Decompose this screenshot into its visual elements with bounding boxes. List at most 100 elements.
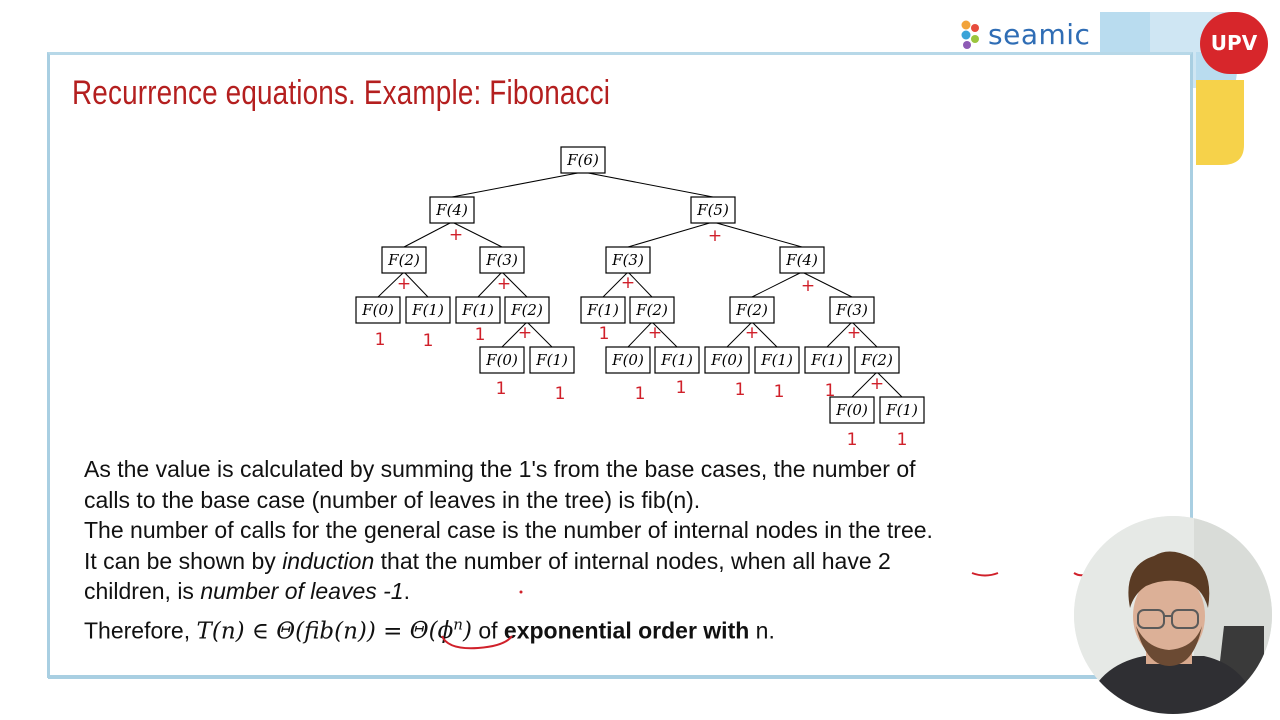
handwritten-plus: + bbox=[745, 323, 759, 343]
tree-node-label: F(2) bbox=[735, 301, 768, 319]
tree-node-label: F(3) bbox=[611, 251, 644, 269]
tree-node-n11: F(2) bbox=[504, 296, 550, 324]
handwritten-plus: + bbox=[397, 274, 411, 294]
tree-node-label: F(1) bbox=[760, 351, 793, 369]
handwritten-one: 1 bbox=[496, 379, 507, 399]
tree-node-label: F(0) bbox=[361, 301, 394, 319]
tree-node-n15: F(3) bbox=[829, 296, 875, 324]
tree-node-n16: F(0) bbox=[479, 346, 525, 374]
tree-node-box bbox=[605, 246, 651, 274]
tree-node-n23: F(2) bbox=[854, 346, 900, 374]
text-line-6: Therefore, T(n) ∈ Θ(fib(n)) = Θ(ϕn) of e… bbox=[84, 610, 1144, 647]
tree-node-n18: F(0) bbox=[605, 346, 651, 374]
tree-node-box bbox=[504, 296, 550, 324]
induction-word: induction bbox=[282, 547, 375, 574]
tree-node-label: F(4) bbox=[785, 251, 818, 269]
tree-node-label: F(0) bbox=[485, 351, 518, 369]
tree-edges bbox=[377, 171, 903, 398]
handwritten-plus: + bbox=[621, 273, 635, 293]
handwritten-plus: + bbox=[801, 276, 815, 296]
tree-node-box bbox=[405, 296, 451, 324]
tree-node-n12: F(1) bbox=[580, 296, 626, 324]
tree-node-box bbox=[560, 146, 606, 174]
tree-node-label: F(1) bbox=[535, 351, 568, 369]
tree-node-n6: F(3) bbox=[605, 246, 651, 274]
tree-node-n2: F(4) bbox=[429, 196, 475, 224]
tree-node-label: F(2) bbox=[635, 301, 668, 319]
tree-node-box bbox=[829, 296, 875, 324]
text-line-3: The number of calls for the general case… bbox=[84, 517, 933, 543]
tree-node-n13: F(2) bbox=[629, 296, 675, 324]
phi-power-close: ) bbox=[462, 618, 472, 645]
handwritten-plus: + bbox=[870, 374, 884, 394]
tree-node-n1: F(6) bbox=[560, 146, 606, 174]
handwritten-one: 1 bbox=[774, 382, 785, 402]
exponential-order-phrase: exponential order with bbox=[503, 617, 750, 644]
tree-node-n22: F(1) bbox=[804, 346, 850, 374]
tree-node-label: F(1) bbox=[461, 301, 494, 319]
text-line-6-c: n. bbox=[749, 617, 775, 644]
tree-node-box bbox=[479, 246, 525, 274]
leaves-minus-one: number of leaves -1 bbox=[200, 578, 404, 604]
tree-node-box bbox=[754, 346, 800, 374]
tree-node-n21: F(1) bbox=[754, 346, 800, 374]
tree-node-label: F(0) bbox=[611, 351, 644, 369]
handwritten-one: 1 bbox=[375, 330, 386, 350]
tree-node-n20: F(0) bbox=[704, 346, 750, 374]
tree-node-box bbox=[690, 196, 736, 224]
tree-node-label: F(2) bbox=[510, 301, 543, 319]
tree-node-n8: F(0) bbox=[355, 296, 401, 324]
tree-node-box bbox=[580, 296, 626, 324]
tree-node-box bbox=[629, 296, 675, 324]
handwritten-one: 1 bbox=[825, 381, 836, 401]
tree-node-label: F(1) bbox=[411, 301, 444, 319]
complexity-formula: T(n) ∈ Θ(fib(n)) = bbox=[196, 618, 410, 645]
tree-node-n3: F(5) bbox=[690, 196, 736, 224]
text-line-4-a: It can be shown by bbox=[84, 547, 283, 574]
tree-node-label: F(6) bbox=[566, 151, 599, 169]
handwritten-one: 1 bbox=[555, 384, 566, 404]
phi-power-formula: Θ(ϕn) bbox=[410, 616, 472, 645]
handwritten-plus: + bbox=[497, 274, 511, 294]
explanation-text: As the value is calculated by summing th… bbox=[84, 454, 1144, 647]
text-line-6-b: of bbox=[471, 617, 504, 644]
text-line-5-a: children, is bbox=[84, 578, 201, 604]
tree-node-box bbox=[829, 396, 875, 424]
handwritten-one: 1 bbox=[735, 380, 746, 400]
tree-node-n25: F(1) bbox=[879, 396, 925, 424]
handwritten-plus: + bbox=[449, 225, 463, 245]
tree-node-label: F(3) bbox=[835, 301, 868, 319]
handwritten-one: 1 bbox=[475, 325, 486, 345]
tree-node-label: F(1) bbox=[810, 351, 843, 369]
tree-node-label: F(2) bbox=[387, 251, 420, 269]
tree-nodes: F(6) F(4) F(5) F(2) F(3) F(3) F(4) F(0) F(1) F(1)… bbox=[355, 146, 925, 424]
handwritten-plus: + bbox=[648, 323, 662, 343]
tree-node-label: F(1) bbox=[660, 351, 693, 369]
tree-node-label: F(1) bbox=[885, 401, 918, 419]
seamic-logo-text: seamic bbox=[988, 18, 1091, 51]
tree-node-n17: F(1) bbox=[529, 346, 575, 374]
tree-node-n4: F(2) bbox=[381, 246, 427, 274]
tree-node-label: F(4) bbox=[435, 201, 468, 219]
handwritten-plus: + bbox=[518, 323, 532, 343]
tree-node-n14: F(2) bbox=[729, 296, 775, 324]
tree-node-box bbox=[455, 296, 501, 324]
tree-node-label: F(1) bbox=[586, 301, 619, 319]
tree-node-box bbox=[854, 346, 900, 374]
text-line-4-c: that the number of internal nodes, when … bbox=[374, 547, 891, 574]
tree-node-box bbox=[804, 346, 850, 374]
tree-node-n10: F(1) bbox=[455, 296, 501, 324]
text-line-5: children, is number of leaves -1. bbox=[84, 576, 1144, 607]
seamic-dots-icon bbox=[961, 20, 979, 49]
tree-node-box bbox=[729, 296, 775, 324]
tree-node-label: F(0) bbox=[710, 351, 743, 369]
upv-logo: UPV bbox=[1200, 12, 1268, 74]
tree-node-box bbox=[381, 246, 427, 274]
tree-node-box bbox=[779, 246, 825, 274]
tree-node-box bbox=[654, 346, 700, 374]
presenter-webcam bbox=[1074, 516, 1272, 714]
text-line-5-c: . bbox=[403, 578, 410, 604]
tree-node-n19: F(1) bbox=[654, 346, 700, 374]
seamic-logo: seamic bbox=[960, 18, 1090, 51]
